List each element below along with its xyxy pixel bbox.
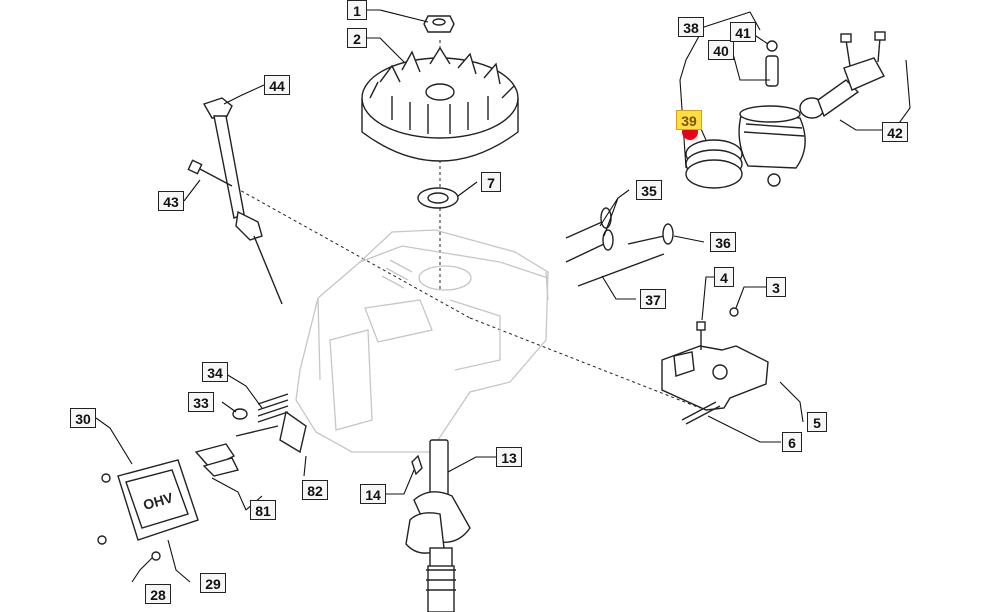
callout-44[interactable]: 44 bbox=[264, 75, 290, 95]
dipstick-tube bbox=[202, 97, 283, 305]
callout-28[interactable]: 28 bbox=[145, 584, 171, 604]
crankshaft bbox=[405, 439, 471, 612]
callout-7[interactable]: 7 bbox=[481, 172, 501, 192]
callout-35[interactable]: 35 bbox=[636, 180, 662, 200]
valve-cover: OHV bbox=[97, 459, 199, 561]
callout-42[interactable]: 42 bbox=[882, 122, 908, 142]
callout-33[interactable]: 33 bbox=[188, 392, 214, 412]
callout-29[interactable]: 29 bbox=[200, 573, 226, 593]
callout-4[interactable]: 4 bbox=[714, 267, 734, 287]
callout-41[interactable]: 41 bbox=[730, 22, 756, 42]
dipstick-bolt bbox=[187, 159, 233, 187]
piston bbox=[738, 40, 806, 187]
piston-rings bbox=[685, 139, 743, 189]
oil-seal bbox=[417, 187, 459, 209]
callout-30[interactable]: 30 bbox=[70, 408, 96, 428]
callout-36[interactable]: 36 bbox=[710, 232, 736, 252]
callout-13[interactable]: 13 bbox=[496, 447, 522, 467]
crankshaft-key bbox=[411, 454, 423, 476]
callout-37[interactable]: 37 bbox=[640, 289, 666, 309]
rocker-parts bbox=[194, 393, 307, 477]
callout-14[interactable]: 14 bbox=[360, 484, 386, 504]
alignment-lines bbox=[235, 40, 701, 409]
callout-2[interactable]: 2 bbox=[347, 28, 367, 48]
piston-pin bbox=[765, 55, 779, 87]
connecting-rod bbox=[799, 31, 886, 119]
callout-34[interactable]: 34 bbox=[202, 362, 228, 382]
callout-3[interactable]: 3 bbox=[766, 277, 786, 297]
callout-43[interactable]: 43 bbox=[158, 191, 184, 211]
flywheel-nut bbox=[423, 15, 455, 33]
valves bbox=[565, 207, 674, 287]
callout-39[interactable]: 39 bbox=[676, 110, 702, 130]
callout-6[interactable]: 6 bbox=[782, 432, 802, 452]
callout-40[interactable]: 40 bbox=[708, 40, 734, 60]
callout-82[interactable]: 82 bbox=[302, 480, 328, 500]
callout-38[interactable]: 38 bbox=[678, 17, 704, 37]
callout-81[interactable]: 81 bbox=[250, 500, 276, 520]
callout-1[interactable]: 1 bbox=[347, 0, 367, 20]
callout-5[interactable]: 5 bbox=[807, 412, 827, 432]
flywheel bbox=[361, 46, 519, 162]
governor-bracket bbox=[661, 307, 769, 425]
engine-block bbox=[295, 229, 549, 453]
